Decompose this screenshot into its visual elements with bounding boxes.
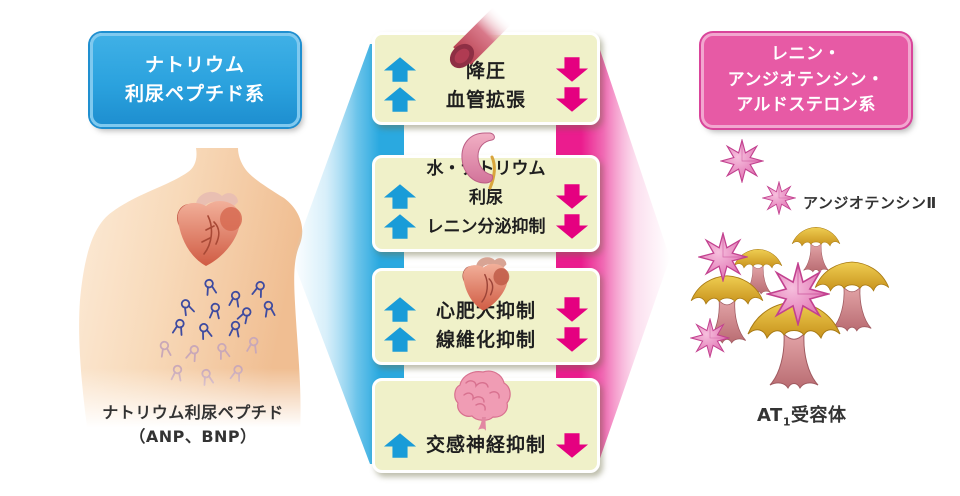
down-arrow-icon bbox=[555, 184, 589, 209]
effect-box-blood-pressure: 降圧 血管拡張 bbox=[372, 32, 600, 125]
angiotensin-star-icon bbox=[698, 232, 748, 282]
down-arrow-icon bbox=[555, 297, 589, 322]
at1-label-prefix: AT bbox=[757, 405, 783, 426]
at1-label-sub: 1 bbox=[782, 415, 791, 429]
effect-box-diuresis: 水・ナトリウム利尿 レニン分泌抑制 bbox=[372, 155, 600, 252]
effect-text: 心肥大抑制 bbox=[435, 300, 536, 322]
at1-label-suffix: 受容体 bbox=[790, 405, 847, 426]
effect-text: 線維化抑制 bbox=[435, 329, 536, 351]
angiotensin-label: アンジオテンシンⅡ bbox=[803, 194, 937, 212]
up-arrow-icon bbox=[383, 214, 417, 239]
effect-text: 降圧 bbox=[465, 60, 506, 82]
np-system-title-line: ナトリウム bbox=[144, 53, 245, 76]
angiotensin-star-icon bbox=[720, 139, 764, 183]
effect-box-sympathetic: 交感神経抑制 bbox=[372, 378, 600, 473]
down-arrow-icon bbox=[555, 87, 589, 112]
at1-receptor-icon bbox=[791, 226, 841, 273]
up-arrow-icon bbox=[383, 433, 417, 458]
at1-receptor-icon bbox=[747, 301, 841, 389]
effect-text: 交感神経抑制 bbox=[425, 434, 546, 456]
raas-title-line: アンジオテンシン・ bbox=[727, 69, 885, 90]
down-arrows bbox=[555, 297, 589, 352]
down-arrows bbox=[555, 184, 589, 239]
at1-receptor-label: AT1受容体 bbox=[757, 401, 846, 429]
effect-box-cardiac: 心肥大抑制 線維化抑制 bbox=[372, 268, 600, 365]
down-arrow-icon bbox=[555, 327, 589, 352]
up-arrow-icon bbox=[383, 57, 417, 82]
effect-text: 水・ナトリウム利尿 bbox=[426, 159, 546, 208]
raas-title-line: レニン・ bbox=[771, 44, 841, 65]
up-arrow-icon bbox=[383, 87, 417, 112]
up-arrows bbox=[383, 184, 417, 239]
up-arrows bbox=[383, 57, 417, 112]
at1-receptor-icon bbox=[814, 261, 890, 332]
up-arrows bbox=[383, 297, 417, 352]
effect-text: レニン分泌抑制 bbox=[426, 217, 546, 237]
at1-receptor-cluster bbox=[690, 139, 890, 389]
up-arrow-icon bbox=[383, 297, 417, 322]
down-arrow-icon bbox=[555, 433, 589, 458]
np-caption: ナトリウム利尿ペプチド （ANP、BNP） bbox=[52, 401, 334, 449]
np-caption-line: （ANP、BNP） bbox=[129, 427, 257, 446]
down-arrow-icon bbox=[555, 214, 589, 239]
down-arrow-icon bbox=[555, 57, 589, 82]
at1-receptor-icon bbox=[690, 275, 764, 344]
at1-receptor-icon bbox=[733, 248, 783, 295]
angiotensin-star-icon bbox=[766, 262, 830, 326]
down-arrows bbox=[555, 433, 589, 458]
raas-system-box: レニン・ アンジオテンシン・ アルドステロン系 bbox=[701, 33, 911, 128]
natriuretic-peptide-system-box: ナトリウム 利尿ペプチド系 bbox=[90, 33, 300, 127]
down-arrows bbox=[555, 57, 589, 112]
effect-text: 血管拡張 bbox=[445, 89, 526, 111]
torso-illustration bbox=[52, 148, 344, 438]
np-caption-line: ナトリウム利尿ペプチド bbox=[102, 403, 284, 422]
angiotensin-star-icon bbox=[690, 318, 730, 358]
up-arrows bbox=[383, 433, 417, 458]
raas-title-line: アルドステロン系 bbox=[736, 95, 876, 116]
up-arrow-icon bbox=[383, 327, 417, 352]
heart-illustration bbox=[177, 191, 242, 266]
angiotensin-star-icon bbox=[762, 181, 796, 215]
np-system-title-line: 利尿ペプチド系 bbox=[124, 83, 265, 105]
peptide-molecule-icons bbox=[158, 277, 276, 386]
up-arrow-icon bbox=[383, 184, 417, 209]
